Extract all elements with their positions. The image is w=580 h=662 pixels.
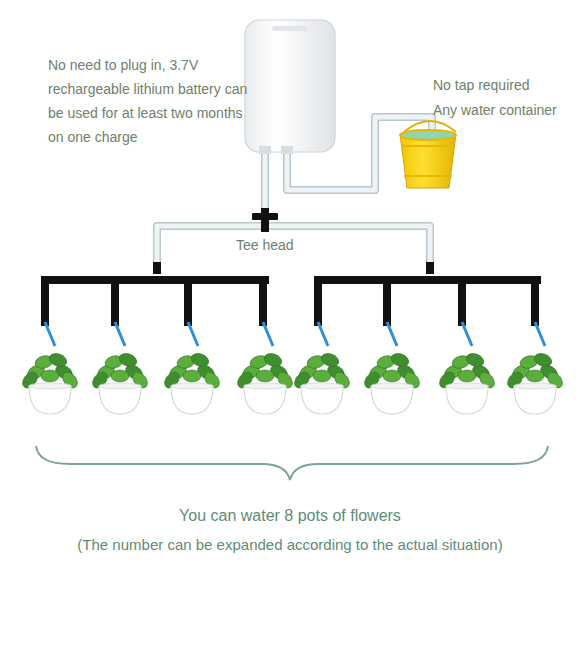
leaf	[319, 351, 340, 368]
black-manifold	[45, 280, 537, 322]
pot	[99, 386, 141, 414]
leaf	[389, 351, 410, 368]
pot-rim	[446, 383, 488, 389]
dripper	[263, 322, 273, 346]
pipe-joint	[153, 262, 161, 274]
pot-rim	[171, 383, 213, 389]
dripper	[387, 322, 397, 346]
potted-plant	[292, 322, 353, 414]
leaf	[313, 370, 331, 382]
potted-plant	[20, 322, 81, 414]
pot	[171, 386, 213, 414]
dripper	[535, 322, 545, 346]
dripper	[318, 322, 328, 346]
leaf	[47, 351, 68, 368]
tee-head	[252, 208, 278, 232]
curly-brace	[36, 446, 548, 480]
leaf	[41, 370, 59, 382]
pot-rim	[244, 383, 286, 389]
pot	[244, 386, 286, 414]
pot	[446, 386, 488, 414]
pot	[301, 386, 343, 414]
leaf	[383, 370, 401, 382]
pot	[371, 386, 413, 414]
part-label: Tee head	[236, 233, 326, 257]
potted-plant	[235, 322, 296, 414]
leaf	[117, 351, 138, 368]
water-bucket	[400, 121, 456, 188]
leaf	[262, 351, 283, 368]
leaf	[256, 370, 274, 382]
leaf	[458, 370, 476, 382]
leaf	[111, 370, 129, 382]
pot	[29, 386, 71, 414]
dripper	[45, 322, 55, 346]
pot	[514, 386, 556, 414]
pot-rim	[514, 383, 556, 389]
potted-plant	[162, 322, 223, 414]
caption-line: You can water 8 pots of flowers	[10, 504, 570, 528]
pot-rim	[371, 383, 413, 389]
caption-note: (The number can be expanded according to…	[5, 533, 575, 557]
tap-note: No tap required	[433, 73, 573, 97]
container-note: Any water container	[433, 98, 573, 122]
leaf	[183, 370, 201, 382]
dripper	[188, 322, 198, 346]
leaf	[464, 351, 485, 368]
potted-plant	[90, 322, 151, 414]
controller-device	[245, 20, 335, 154]
plant-pots	[20, 322, 566, 414]
pot-rim	[301, 383, 343, 389]
potted-plant	[362, 322, 423, 414]
dripper	[462, 322, 472, 346]
leaf	[189, 351, 210, 368]
potted-plant	[505, 322, 566, 414]
leaf	[532, 351, 553, 368]
pipe-joint	[426, 262, 434, 274]
battery-note: No need to plug in, 3.7V rechargeable li…	[48, 53, 253, 149]
pot-rim	[29, 383, 71, 389]
pot-rim	[99, 383, 141, 389]
dripper	[115, 322, 125, 346]
potted-plant	[437, 322, 498, 414]
leaf	[526, 370, 544, 382]
